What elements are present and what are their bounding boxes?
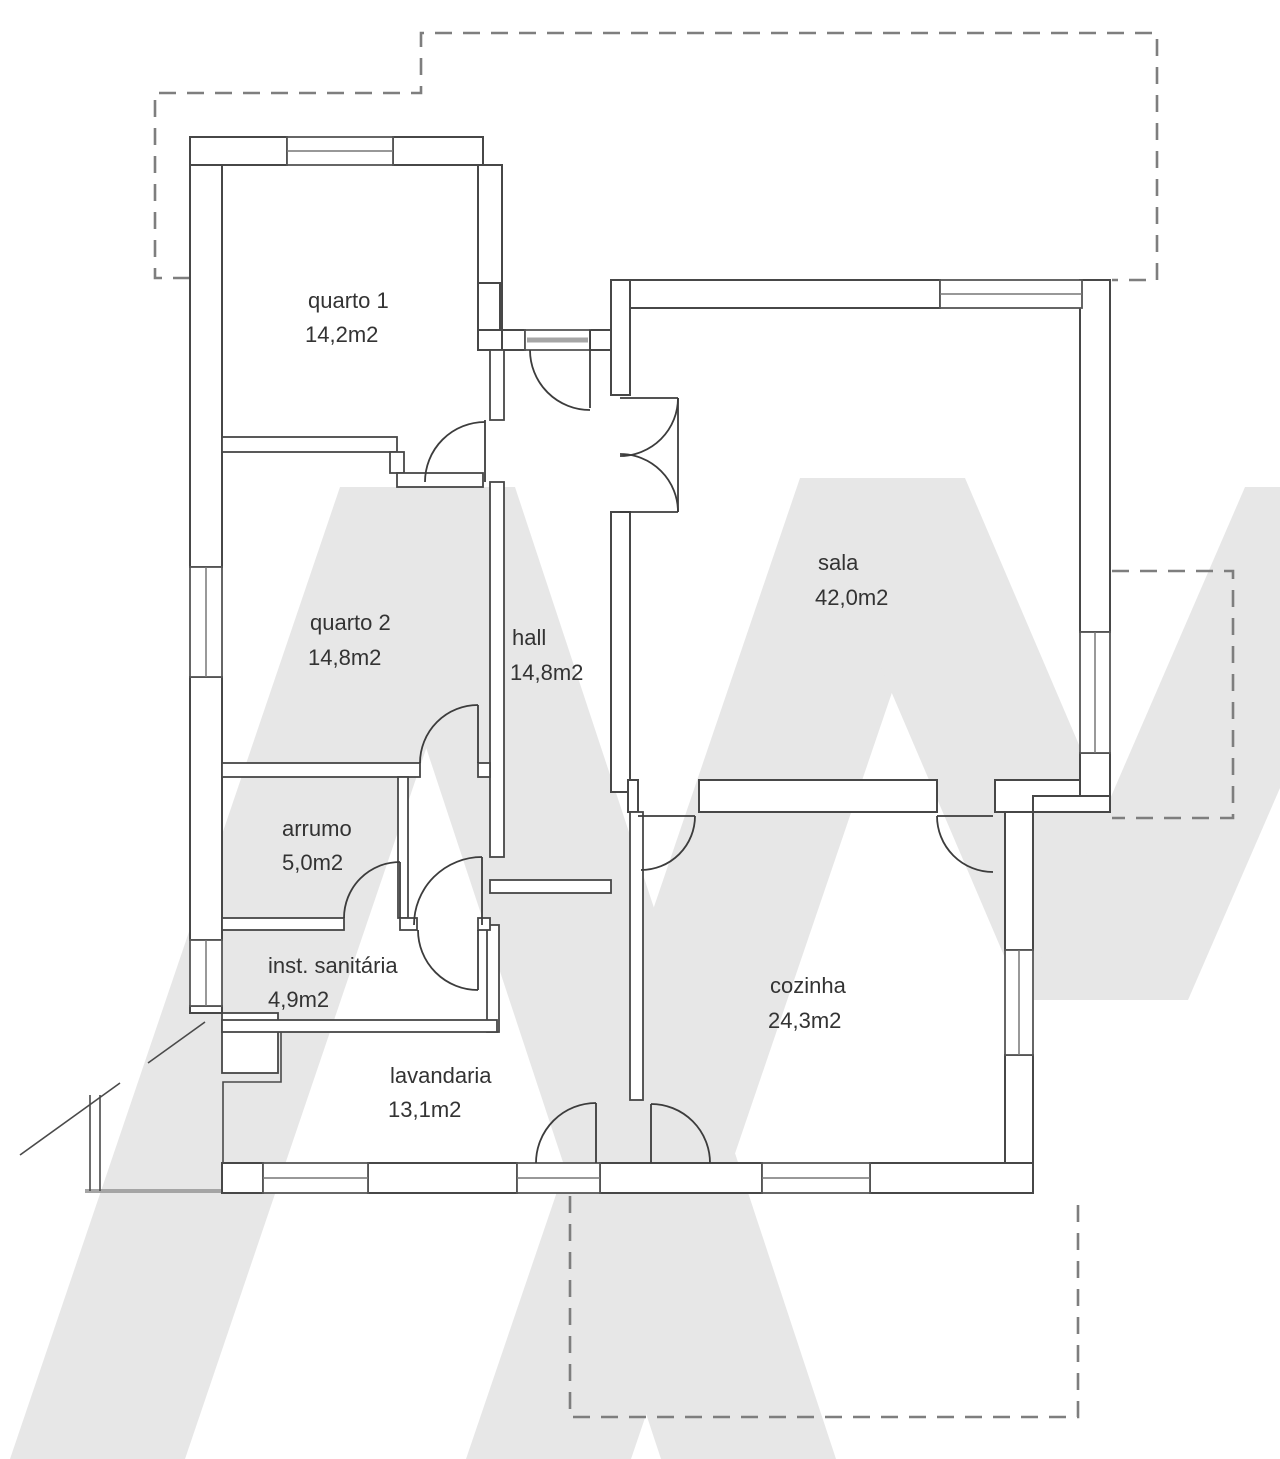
wall-bottom [221, 1162, 264, 1194]
wall-step-right [1032, 795, 1111, 813]
patio-outline-top [153, 31, 1159, 282]
wall-left [189, 676, 223, 941]
room-label-quarto-2: quarto 2 [310, 610, 391, 635]
door-lavandaria [535, 1102, 597, 1164]
wall-sanitaria-bottom [221, 1019, 498, 1033]
wall-lavandaria-left [222, 1032, 282, 1163]
room-label-arrumo: arrumo [282, 816, 352, 841]
wall-sanitaria-top [477, 917, 491, 931]
windows [189, 136, 1111, 1194]
dashed-outlines [153, 31, 1235, 1419]
door-arrumo [343, 861, 401, 919]
wall-sala-right [1079, 279, 1111, 633]
wall-cozinha-right [1004, 1054, 1034, 1166]
wall-sala-left [610, 511, 631, 793]
window-quarto1-top [286, 136, 394, 166]
door-sanitaria [417, 929, 479, 991]
wall-top-quarto1 [189, 136, 288, 166]
door-cozinha-right [936, 815, 994, 873]
wall-quarto2-bottom [221, 762, 421, 778]
wall-step [396, 472, 484, 488]
wall-bottom [599, 1162, 763, 1194]
room-area-lavandaria: 13,1m2 [388, 1097, 461, 1122]
door-quarto2 [419, 704, 479, 764]
door-cozinha-left [638, 815, 696, 871]
room-label-inst-sanitaria: inst. sanitária [268, 953, 398, 978]
wall-hall-top [589, 329, 613, 351]
watermark-logo [10, 478, 1280, 1459]
room-label-lavandaria: lavandaria [390, 1063, 492, 1088]
wall-left [189, 1005, 223, 1014]
balcony-outline-right [1112, 569, 1235, 820]
door-cozinha-service [650, 1103, 711, 1164]
doors [343, 330, 994, 1164]
wall-step [389, 451, 405, 474]
window-cozinha-bottom [761, 1162, 871, 1194]
wall-left [189, 164, 223, 568]
window-sanitaria-left [189, 939, 223, 1007]
window-sala-top [939, 279, 1083, 309]
room-label-quarto-1: quarto 1 [308, 288, 389, 313]
wall-niche [477, 282, 501, 331]
wall-hall-bottom [489, 879, 612, 894]
wall-hall-left [489, 349, 505, 421]
wall-sala-bottom [698, 779, 938, 813]
entrance-path-line [19, 1082, 121, 1156]
wall-sala-left [610, 279, 631, 396]
watermark-stroke [1023, 487, 1280, 1000]
door-quarto1 [424, 420, 486, 483]
wall-bottom [367, 1162, 518, 1194]
wall-bottom [869, 1162, 1034, 1194]
door-quarto1-niche [529, 330, 591, 411]
room-label-hall: hall [512, 625, 546, 650]
wall-sala-right [1079, 752, 1111, 801]
room-label-cozinha: cozinha [770, 973, 847, 998]
window-bottom-middle [516, 1162, 601, 1194]
window-cozinha-right [1004, 949, 1034, 1056]
room-area-quarto-2: 14,8m2 [308, 645, 381, 670]
wall-sala-top [610, 279, 941, 309]
watermark-stroke [10, 487, 515, 1459]
wall-cozinha-right [1004, 811, 1034, 951]
wall-quarto1-quarto2 [221, 436, 398, 453]
door-corridor [413, 856, 483, 926]
room-area-sala: 42,0m2 [815, 585, 888, 610]
watermark-stroke [466, 478, 965, 1459]
room-labels: quarto 1 14,2m2 quarto 2 14,8m2 hall 14,… [268, 288, 888, 1122]
room-area-quarto-1: 14,2m2 [305, 322, 378, 347]
window-lavandaria-bottom [262, 1162, 369, 1194]
room-area-inst-sanitaria: 4,9m2 [268, 987, 329, 1012]
room-area-arrumo: 5,0m2 [282, 850, 343, 875]
wall-arrumo-bottom [399, 917, 418, 931]
window-hall-top [524, 329, 591, 351]
wall-sala-bottom [627, 779, 639, 813]
room-area-hall: 14,8m2 [510, 660, 583, 685]
wall-arrumo-bottom [221, 917, 345, 931]
wall-quarto2-bottom [477, 762, 491, 778]
wall-top-quarto1 [392, 136, 484, 166]
room-label-sala: sala [818, 550, 859, 575]
window-quarto2-left [189, 566, 223, 678]
room-area-cozinha: 24,3m2 [768, 1008, 841, 1033]
window-sala-right [1079, 631, 1111, 754]
door-double-sala [619, 397, 679, 513]
entrance-path-line [147, 1021, 206, 1064]
wall-hall-top [501, 329, 526, 351]
wall-lavandaria-cozinha [629, 811, 644, 1101]
interior-walls [221, 349, 644, 1163]
wall-hall-left [489, 481, 505, 858]
exterior-walls [189, 136, 1111, 1194]
wall-sanitaria-right [486, 924, 500, 1033]
